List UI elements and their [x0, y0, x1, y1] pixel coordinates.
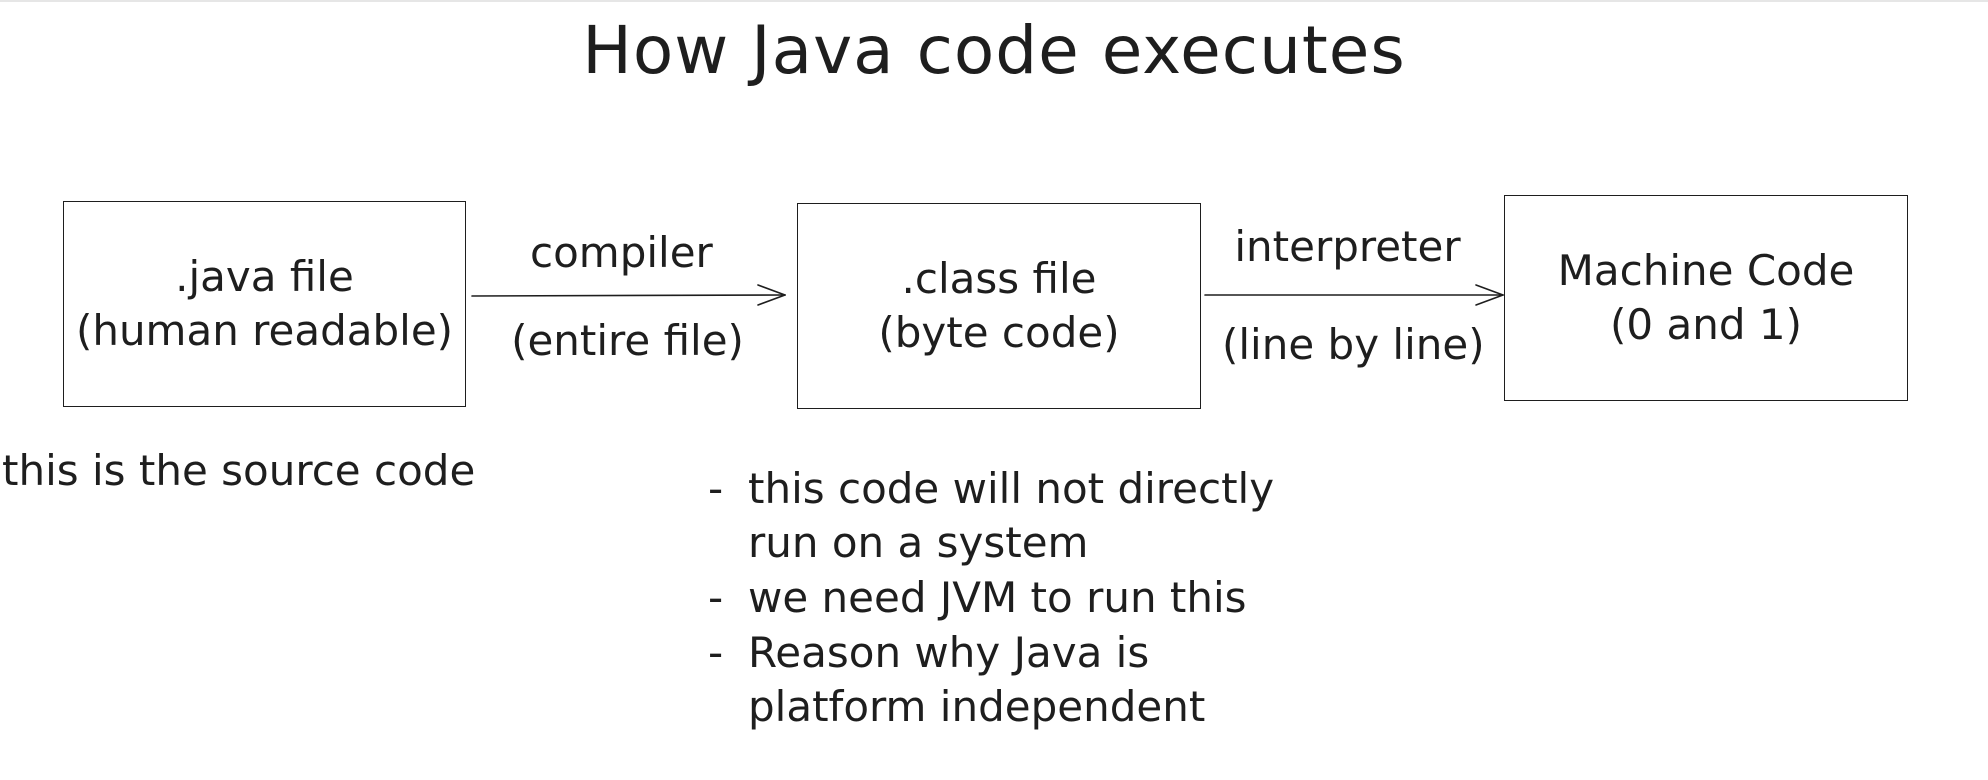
bytecode-note-3-line2: platform independent	[748, 682, 1206, 731]
compiler-label: compiler	[530, 228, 713, 277]
bytecode-note-2: - we need JVM to run this	[708, 571, 1348, 627]
machine-code-box: Machine Code (0 and 1)	[1504, 195, 1908, 401]
class-file-box: .class file (byte code)	[797, 203, 1201, 409]
bytecode-note-3-line1: Reason why Java is	[748, 628, 1150, 677]
java-file-box: .java file (human readable)	[63, 201, 466, 407]
bytecode-note-1: - this code will not directly run on a s…	[708, 462, 1348, 572]
line-by-line-label: (line by line)	[1222, 320, 1485, 369]
interpreter-label: interpreter	[1234, 222, 1461, 271]
entire-file-label: (entire file)	[511, 316, 744, 365]
java-file-label: .java file	[175, 252, 354, 301]
source-code-note: this is the source code	[2, 446, 476, 495]
class-file-sublabel: (byte code)	[878, 308, 1120, 357]
interpret-arrow	[1204, 284, 1504, 306]
bytecode-note-3: - Reason why Java is platform independen…	[708, 626, 1348, 736]
bullet-dash: -	[708, 573, 724, 622]
top-border-line	[0, 0, 1988, 2]
bullet-dash: -	[708, 464, 724, 513]
compile-arrow	[471, 284, 786, 306]
diagram-title: How Java code executes	[582, 12, 1406, 89]
java-file-sublabel: (human readable)	[75, 306, 454, 355]
machine-code-label: Machine Code	[1557, 246, 1855, 295]
bytecode-note-2-line1: we need JVM to run this	[748, 573, 1247, 622]
machine-code-sublabel: (0 and 1)	[1610, 300, 1802, 349]
bytecode-note-1-line2: run on a system	[748, 518, 1089, 567]
bytecode-note-1-line1: this code will not directly	[748, 464, 1275, 513]
class-file-label: .class file	[901, 254, 1097, 303]
bullet-dash: -	[708, 628, 724, 677]
